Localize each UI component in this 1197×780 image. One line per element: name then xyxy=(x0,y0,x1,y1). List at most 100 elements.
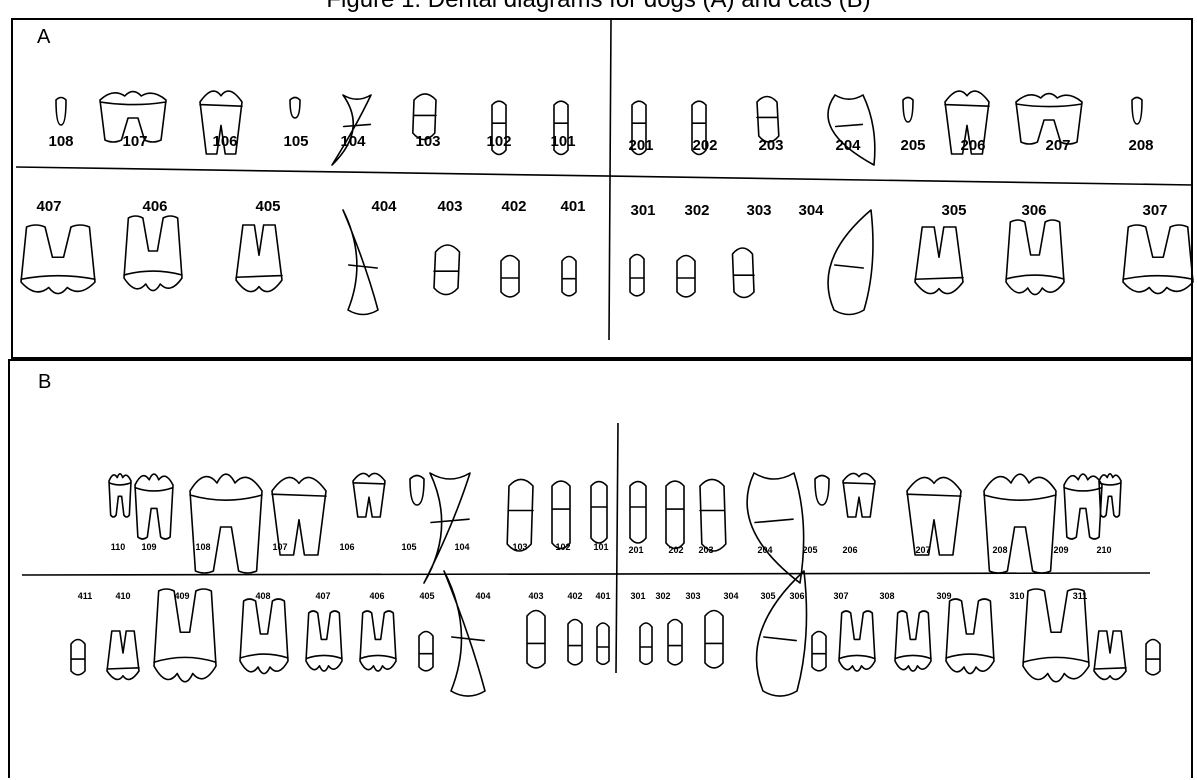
tooth-408 xyxy=(240,599,288,674)
tooth-401 xyxy=(562,257,576,296)
tooth-205 xyxy=(903,98,913,123)
tooth-number-301: 301 xyxy=(630,202,655,219)
tooth-number-401: 401 xyxy=(595,591,610,601)
tooth-number-411: 411 xyxy=(78,591,93,601)
tooth-104 xyxy=(332,95,371,165)
tooth-number-101: 101 xyxy=(593,542,608,552)
tooth-number-304: 304 xyxy=(723,591,738,601)
tooth-number-304: 304 xyxy=(798,202,823,219)
tooth-406 xyxy=(124,216,182,291)
tooth-number-110: 110 xyxy=(111,542,126,552)
tooth-201 xyxy=(630,482,646,543)
tooth-310 xyxy=(1094,631,1126,679)
tooth-109 xyxy=(135,474,173,539)
tooth-301 xyxy=(630,255,644,296)
tooth-306 xyxy=(1006,220,1064,295)
tooth-403 xyxy=(527,611,545,668)
tooth-304 xyxy=(828,210,873,315)
tooth-number-311: 311 xyxy=(1073,591,1088,601)
tooth-108 xyxy=(56,98,66,126)
panel-a-drawing xyxy=(13,20,1195,361)
tooth-306 xyxy=(839,611,875,671)
tooth-110 xyxy=(109,474,131,517)
tooth-number-107: 107 xyxy=(122,133,147,150)
tooth-number-102: 102 xyxy=(486,133,511,150)
tooth-number-208: 208 xyxy=(1128,137,1153,154)
tooth-202 xyxy=(666,481,684,548)
tooth-203 xyxy=(700,479,726,551)
tooth-number-105: 105 xyxy=(283,133,308,150)
tooth-number-105: 105 xyxy=(401,542,416,552)
figure-caption: Figure 1. Dental diagrams for dogs (A) a… xyxy=(0,0,1197,18)
tooth-302 xyxy=(677,256,695,297)
tooth-number-204: 204 xyxy=(835,137,860,154)
tooth-number-206: 206 xyxy=(960,137,985,154)
tooth-311 xyxy=(1146,640,1160,675)
tooth-number-208: 208 xyxy=(992,545,1007,555)
tooth-403 xyxy=(434,245,460,295)
tooth-number-205: 205 xyxy=(802,545,817,555)
panel-a-midline xyxy=(609,20,611,340)
tooth-number-407: 407 xyxy=(315,591,330,601)
tooth-406 xyxy=(360,611,396,671)
tooth-number-209: 209 xyxy=(1053,545,1068,555)
tooth-number-202: 202 xyxy=(692,137,717,154)
tooth-405 xyxy=(236,225,282,292)
tooth-302 xyxy=(668,620,682,665)
tooth-401 xyxy=(597,623,609,664)
tooth-number-406: 406 xyxy=(369,591,384,601)
tooth-204 xyxy=(747,473,804,583)
tooth-301 xyxy=(640,623,652,664)
tooth-304 xyxy=(757,571,807,696)
tooth-407 xyxy=(306,611,342,671)
tooth-number-301: 301 xyxy=(630,591,645,601)
tooth-number-302: 302 xyxy=(655,591,670,601)
tooth-404 xyxy=(343,210,378,315)
tooth-410 xyxy=(107,631,139,679)
tooth-number-109: 109 xyxy=(141,542,156,552)
tooth-number-404: 404 xyxy=(475,591,490,601)
tooth-number-402: 402 xyxy=(501,198,526,215)
tooth-number-108: 108 xyxy=(48,133,73,150)
tooth-number-307: 307 xyxy=(833,591,848,601)
tooth-number-102: 102 xyxy=(555,542,570,552)
tooth-203 xyxy=(757,97,779,143)
tooth-number-406: 406 xyxy=(142,198,167,215)
tooth-101 xyxy=(591,482,607,543)
tooth-305 xyxy=(915,227,963,294)
tooth-205 xyxy=(815,476,829,506)
tooth-number-403: 403 xyxy=(437,198,462,215)
tooth-207 xyxy=(907,477,961,555)
tooth-405 xyxy=(419,632,433,671)
tooth-number-405: 405 xyxy=(419,591,434,601)
tooth-number-103: 103 xyxy=(415,133,440,150)
tooth-402 xyxy=(568,620,582,665)
tooth-number-407: 407 xyxy=(36,198,61,215)
tooth-number-107: 107 xyxy=(272,542,287,552)
tooth-103 xyxy=(507,479,533,551)
tooth-number-103: 103 xyxy=(512,542,527,552)
tooth-307 xyxy=(895,611,931,671)
tooth-number-308: 308 xyxy=(879,591,894,601)
tooth-105 xyxy=(290,98,300,119)
panel-b-midline xyxy=(616,423,618,673)
tooth-number-204: 204 xyxy=(757,545,772,555)
panel-a-occlusal-line xyxy=(16,167,1193,185)
tooth-number-408: 408 xyxy=(255,591,270,601)
tooth-number-203: 203 xyxy=(758,137,783,154)
tooth-number-207: 207 xyxy=(915,545,930,555)
tooth-204 xyxy=(828,95,875,165)
tooth-308 xyxy=(946,599,994,674)
tooth-number-303: 303 xyxy=(746,202,771,219)
tooth-305 xyxy=(812,632,826,671)
tooth-404 xyxy=(444,571,485,696)
tooth-number-206: 206 xyxy=(842,545,857,555)
tooth-number-202: 202 xyxy=(668,545,683,555)
tooth-208 xyxy=(1132,98,1142,125)
tooth-number-310: 310 xyxy=(1009,591,1024,601)
tooth-number-409: 409 xyxy=(174,591,189,601)
tooth-number-106: 106 xyxy=(339,542,354,552)
tooth-number-201: 201 xyxy=(628,545,643,555)
